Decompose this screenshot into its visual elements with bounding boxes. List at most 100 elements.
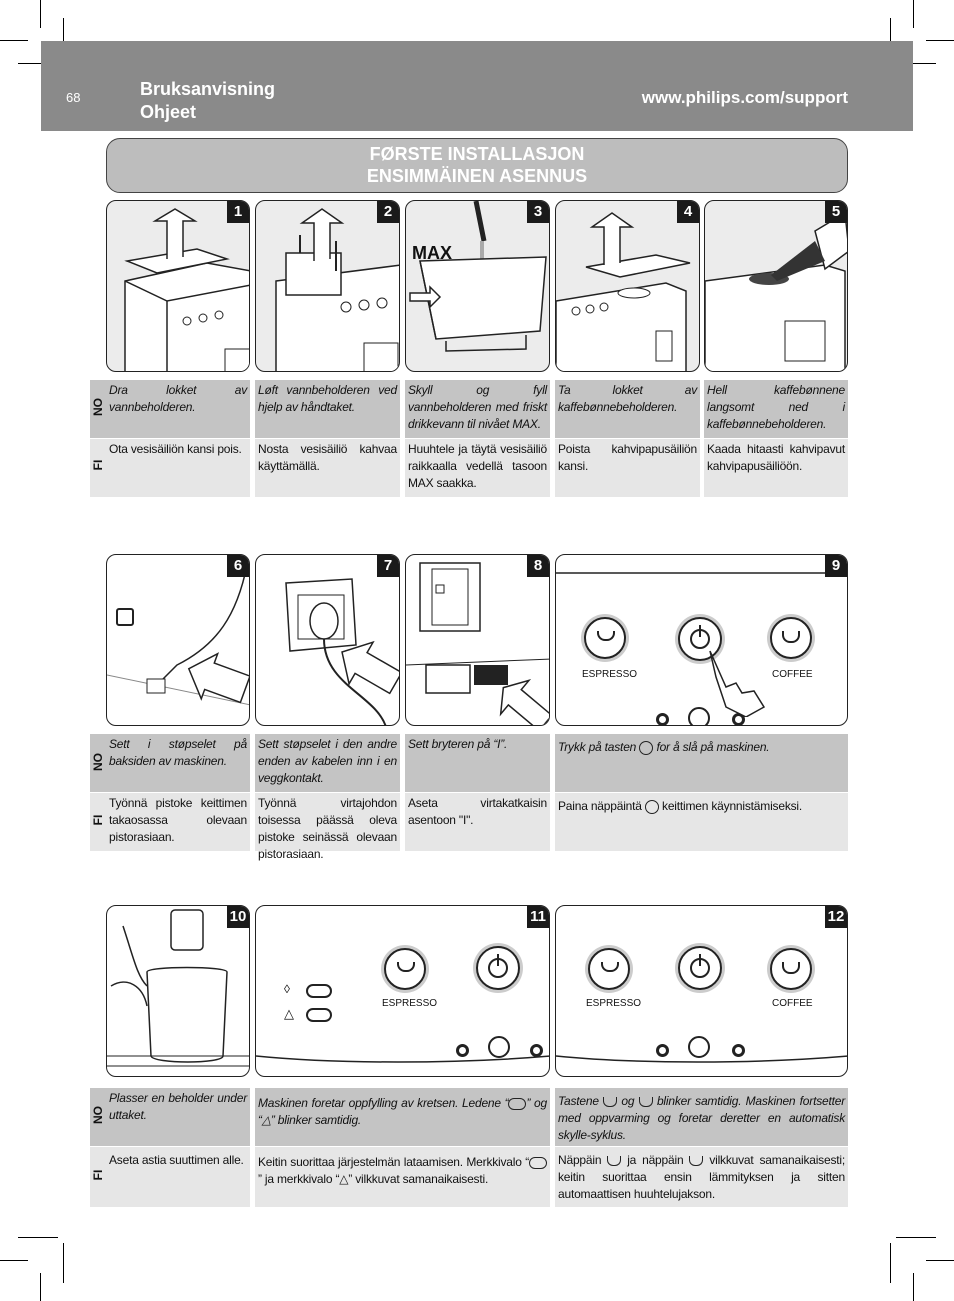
arrow-icon	[341, 640, 399, 695]
page-header	[41, 41, 913, 131]
step-10-text-fi: Aseta astia suuttimen alle.	[106, 1147, 250, 1207]
step-5-text-fi: Kaada hitaasti kahvipavut kahvipapusäili…	[704, 439, 848, 497]
lang-strip	[90, 439, 106, 497]
espresso-cup-icon	[397, 962, 415, 972]
beans-indicator	[456, 1044, 469, 1057]
step-10-text-no: Plasser en beholder under uttaket.	[106, 1088, 250, 1146]
crop-mark	[40, 1273, 41, 1301]
step-9-text-fi-a: Paina näppäintä	[558, 799, 642, 813]
pour-beans-illustration	[705, 211, 847, 371]
warning-icon: △	[261, 1113, 271, 1127]
step-7-text-fi: Työnnä virtajohdon toisessa päässä oleva…	[255, 793, 400, 861]
no-water-icon	[529, 1156, 547, 1169]
crop-mark	[890, 18, 891, 58]
lang-label-fi: FI	[91, 1169, 105, 1181]
espresso-cup-icon	[607, 1155, 622, 1166]
step-number: 3	[527, 201, 549, 223]
step-12-text-no: Tastene og blinker samtidig. Maskinen fo…	[555, 1088, 848, 1146]
calc-clean-button[interactable]	[688, 1036, 710, 1058]
step-8-illustration: 8	[405, 554, 550, 726]
step-6-text-no: Sett i støpselet på baksiden av maskinen…	[106, 734, 250, 792]
rear-socket-illustration	[107, 564, 249, 706]
lang-strip	[90, 380, 106, 438]
lang-strip	[90, 734, 106, 792]
step-number: 8	[527, 555, 549, 577]
crop-mark	[40, 0, 41, 28]
step-12-text-fi-c: vilkkuvat samanaikaisesti; keitin suorit…	[558, 1153, 845, 1201]
step-9-text-fi: Paina näppäintä keittimen käynnistämisek…	[555, 793, 848, 851]
coffee-button[interactable]	[770, 617, 812, 659]
espresso-button[interactable]	[588, 948, 630, 990]
coffee-cup-icon	[782, 962, 800, 974]
control-panel-illustration	[556, 572, 847, 574]
step-2-text-fi: Nosta vesisäiliö kahvaa käyttämällä.	[255, 439, 400, 497]
fill-water-tank-illustration	[409, 201, 547, 352]
step-2-text-no: Løft vannbeholderen ved hjelp av håndtak…	[255, 380, 400, 438]
section-title: FØRSTE INSTALLASJON ENSIMMÄINEN ASENNUS	[106, 138, 848, 193]
step-6-illustration: 6	[106, 554, 250, 726]
power-icon	[644, 799, 659, 814]
step-9-illustration: ESPRESSO COFFEE 9	[555, 554, 848, 726]
steam-indicator	[732, 1044, 745, 1057]
step-11-illustration: ◊ △ ESPRESSO 11	[255, 905, 550, 1077]
crop-mark	[0, 40, 28, 41]
coffee-cup-icon	[638, 1096, 653, 1107]
step-11-text-no-a: Maskinen foretar oppfylling av kretsen. …	[258, 1096, 509, 1110]
step-number: 1	[227, 201, 249, 223]
step-number: 12	[825, 906, 847, 928]
step-number: 4	[677, 201, 699, 223]
espresso-cup-icon	[603, 1096, 618, 1107]
step-4-illustration: 4	[555, 200, 700, 372]
step-number: 5	[825, 201, 847, 223]
support-link[interactable]: www.philips.com/support	[641, 88, 848, 107]
espresso-button[interactable]	[584, 617, 626, 659]
arrow-up-icon	[152, 208, 198, 259]
header-title-no: Bruksanvisning	[140, 79, 276, 99]
step-11-text-no-b: ” og “	[258, 1096, 547, 1127]
lang-strip	[90, 793, 106, 851]
control-panel-illustration	[556, 1055, 847, 1063]
step-number: 7	[377, 555, 399, 577]
step-3-illustration: MAX 3	[405, 200, 550, 372]
section-title-fi: ENSIMMÄINEN ASENNUS	[366, 166, 588, 186]
no-water-indicator	[306, 984, 332, 998]
calc-clean-button[interactable]	[488, 1036, 510, 1058]
step-number: 9	[825, 555, 847, 577]
bean-lid-illustration	[556, 212, 691, 371]
step-4-text-no: Ta lokket av kaffebønnebeholderen.	[555, 380, 700, 438]
step-12-text-fi: Näppäin ja näppäin vilkkuvat samanaikais…	[555, 1147, 848, 1207]
calc-clean-button[interactable]	[688, 707, 710, 725]
crop-mark	[896, 63, 936, 64]
crop-mark	[913, 0, 914, 28]
machine-lid-illustration	[124, 208, 249, 371]
step-1-text-fi: Ota vesisäiliön kansi pois.	[106, 439, 250, 497]
arrow-up-icon	[589, 212, 635, 265]
coffee-cup-icon	[782, 631, 800, 643]
step-9-text-fi-b: keittimen käynnistämiseksi.	[662, 799, 803, 813]
lang-label-no: NO	[91, 753, 105, 771]
step-8-text-no: Sett bryteren på “I”.	[405, 734, 550, 792]
coffee-label: COFFEE	[772, 998, 813, 1009]
step-4-text-fi: Poista kahvipapusäiliön kansi.	[555, 439, 700, 497]
crop-mark	[926, 40, 954, 41]
control-panel-illustration	[256, 1055, 549, 1063]
coffee-beans-icon	[771, 241, 825, 281]
step-6-text-fi: Työnnä pistoke keittimen takaosassa olev…	[106, 793, 250, 851]
section-title-no: FØRSTE INSTALLASJON	[369, 144, 585, 164]
step-12-text-no-a: Tastene	[558, 1094, 599, 1108]
crop-mark	[0, 1260, 28, 1261]
espresso-label: ESPRESSO	[582, 669, 638, 680]
crop-mark	[63, 1243, 64, 1283]
step-10-illustration: 10	[106, 905, 250, 1077]
beans-indicator	[656, 1044, 669, 1057]
step-9-text-no-b: for å slå på maskinen.	[656, 740, 770, 754]
power-icon-line	[497, 954, 499, 966]
coffee-button[interactable]	[770, 948, 812, 990]
step-1-illustration: 1	[106, 200, 250, 372]
step-9-text-no: Trykk på tasten for å slå på maskinen.	[555, 734, 848, 792]
arrow-icon	[499, 679, 549, 725]
container-under-spout-illustration	[107, 909, 249, 1067]
steam-indicator	[732, 713, 745, 725]
espresso-button[interactable]	[384, 948, 426, 990]
crop-mark	[18, 63, 58, 64]
